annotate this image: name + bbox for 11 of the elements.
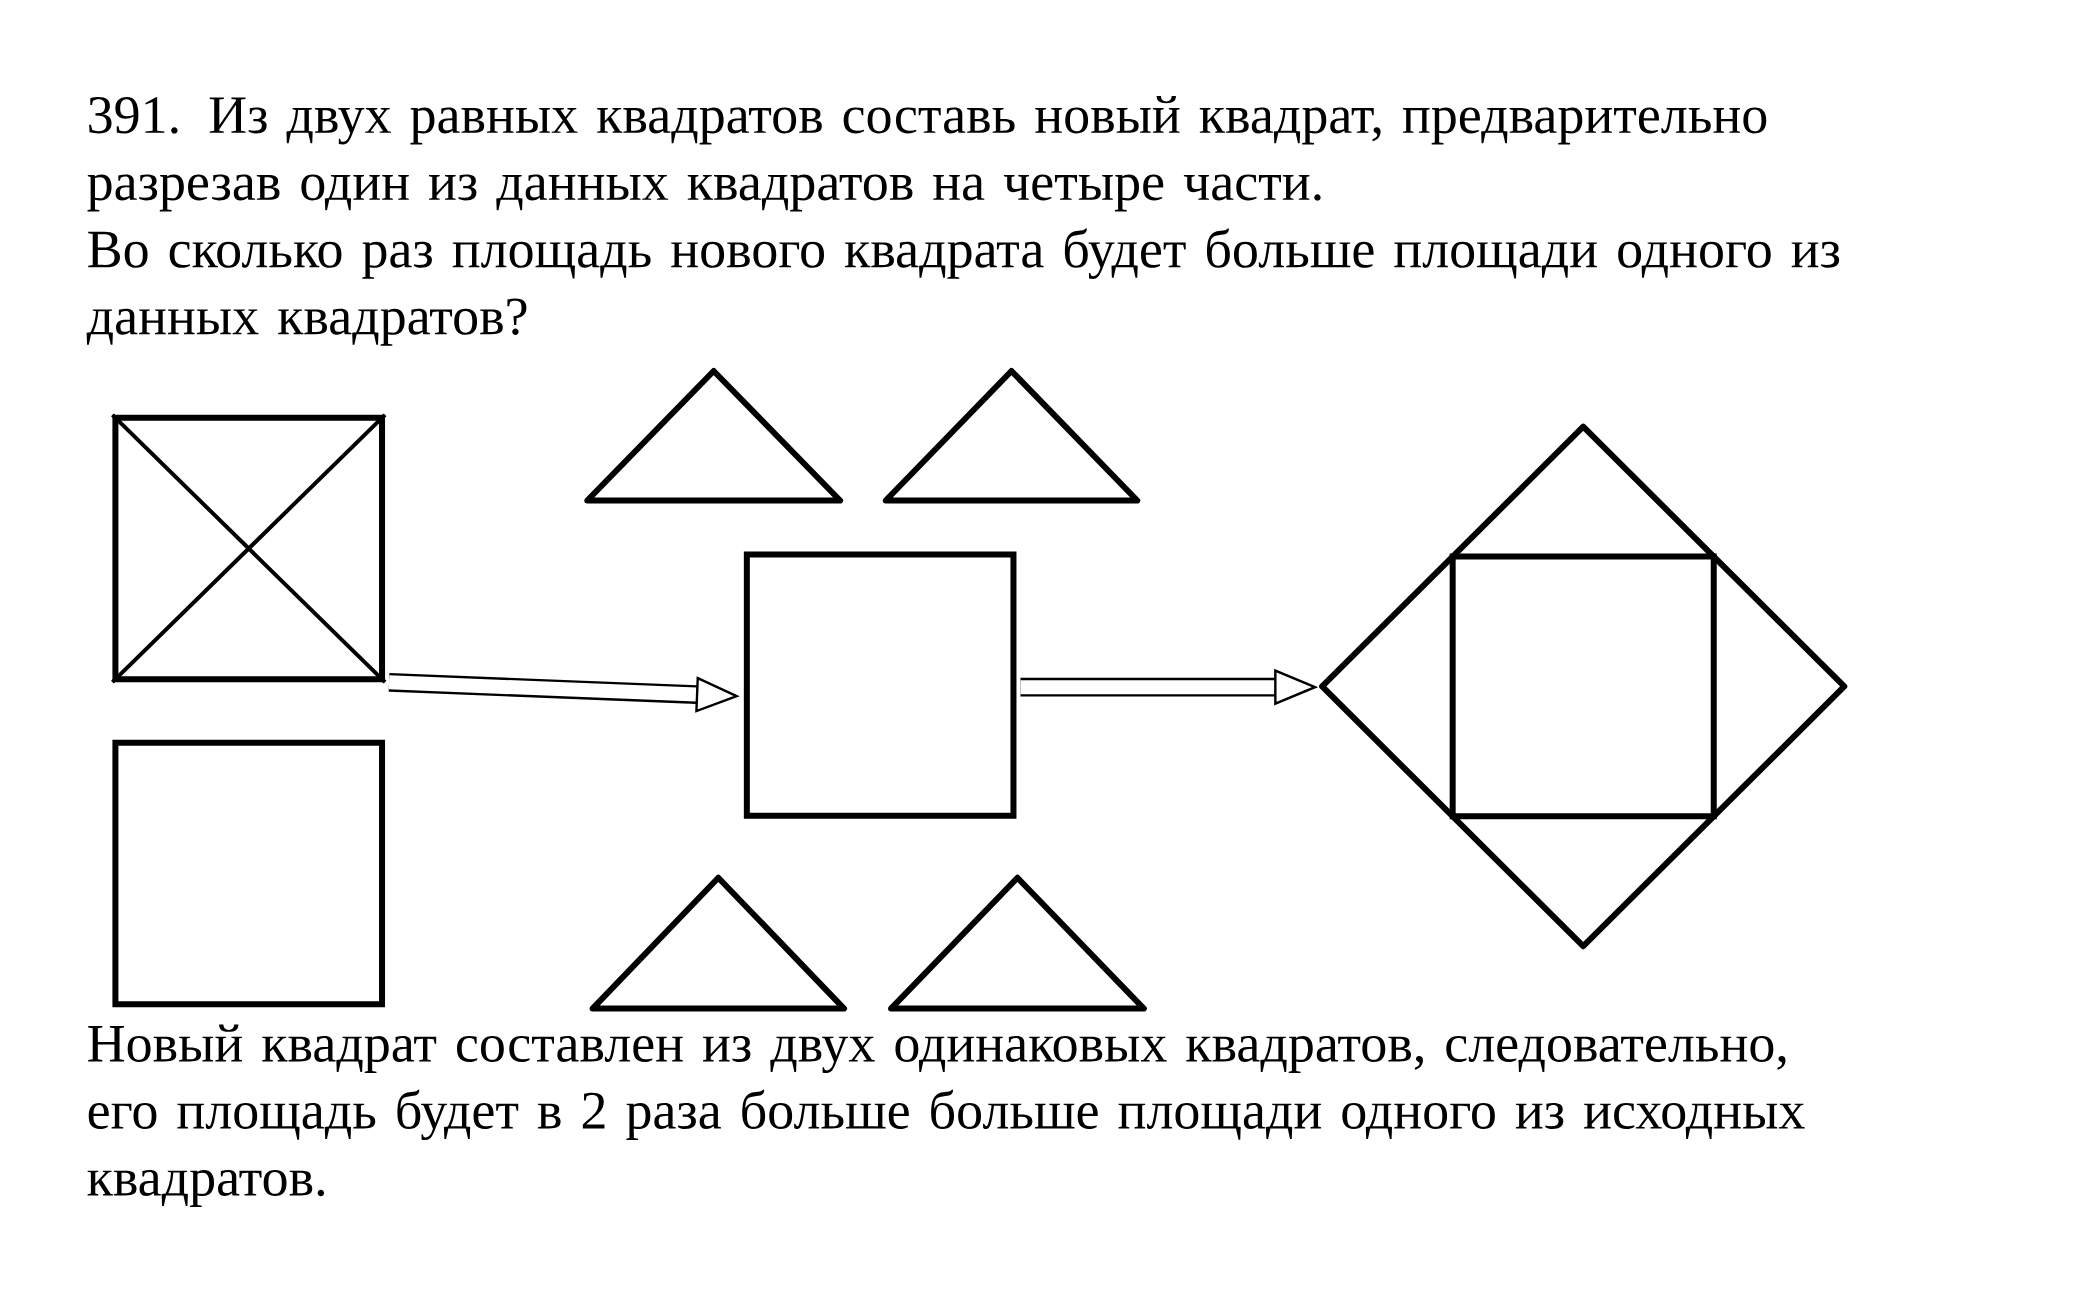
triangle <box>589 874 848 1012</box>
triangle <box>584 368 844 504</box>
triangle <box>882 368 1141 504</box>
square <box>743 551 1017 819</box>
question-text: Во сколько раз площадь нового квадрата будет больше площади одного из данных квадратов? <box>86 228 1840 346</box>
square <box>112 739 386 1008</box>
triangle <box>888 874 1147 1012</box>
square <box>110 412 388 685</box>
problem-text: 391. Из двух равных квадратов составь новый квадрат, предварительно разрезав один из данных квадратов на четыре части. <box>87 95 1767 212</box>
answer-text: Новый квадрат составлен из двух одинаковых квадратов, следовательно, его площадь будет в 2 раза больше больше площади одного из исходных квадратов. <box>87 1024 1805 1207</box>
diamond-with-square <box>1319 423 1848 950</box>
